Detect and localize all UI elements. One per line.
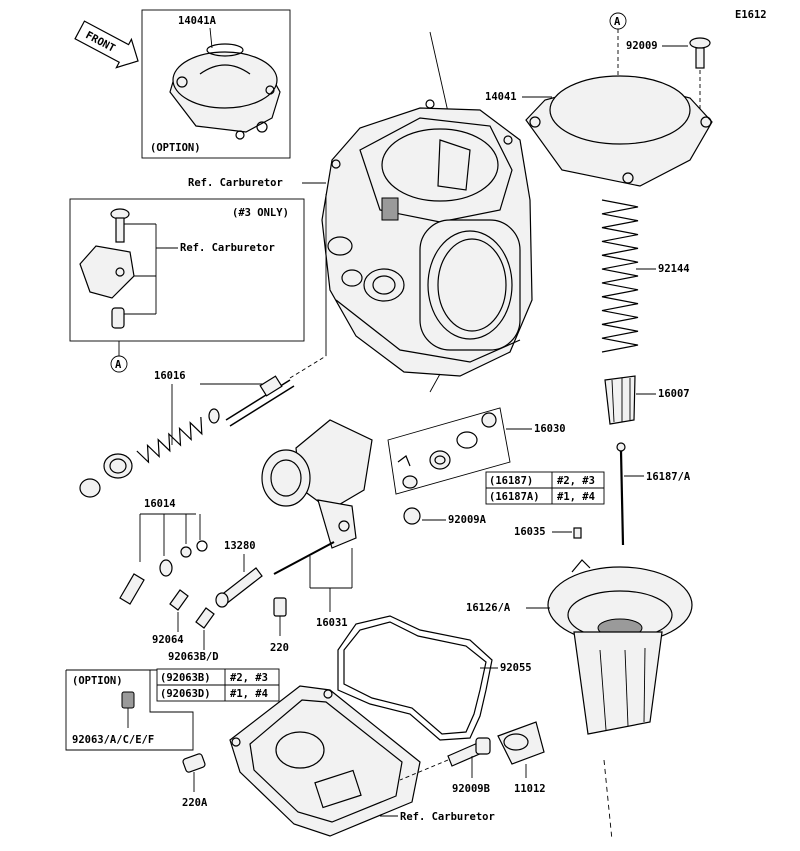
plug-92009a — [403, 507, 421, 525]
label-16030: 16030 — [534, 423, 566, 435]
t16187-r1-cyl: #2, #3 — [557, 475, 595, 487]
plug-16030 — [402, 475, 418, 489]
jet-needle-16187 — [616, 442, 626, 546]
label-220: 220 — [270, 642, 289, 654]
label-220a: 220A — [182, 797, 208, 809]
label-92064: 92064 — [152, 634, 184, 646]
label-16126a: 16126/A — [466, 602, 511, 614]
jet-13280 — [215, 567, 263, 608]
label-only3: (#3 ONLY) — [232, 207, 289, 219]
label-ref-carb-1: Ref. Carburetor — [188, 177, 283, 189]
label-14041a: 14041A — [178, 15, 217, 27]
label-option-low: (OPTION) — [72, 675, 123, 687]
label-92055: 92055 — [500, 662, 532, 674]
front-indicator: FRONT — [74, 20, 139, 69]
ref-a-left-letter: A — [115, 359, 122, 371]
jet-92063-option — [121, 691, 135, 709]
label-13280: 13280 — [224, 540, 256, 552]
ref-a-left — [110, 355, 128, 373]
t92063-r2-cyl: #1, #4 — [230, 688, 268, 700]
only3-box — [69, 198, 305, 342]
top-cover-14041 — [525, 75, 713, 187]
label-92144: 92144 — [658, 263, 690, 275]
option-low-box — [65, 669, 194, 751]
ref-a-top-letter: A — [614, 16, 621, 28]
label-ref-carb-2: Ref. Carburetor — [180, 242, 275, 254]
diagram-code: E1612 — [735, 9, 767, 21]
screw-220 — [273, 597, 287, 617]
label-11012: 11012 — [514, 783, 546, 795]
label-ref-carb-3: Ref. Carburetor — [400, 811, 495, 823]
table-16187: (16187) #2, #3 (16187A) #1, #4 — [485, 471, 605, 505]
label-16007: 16007 — [658, 388, 690, 400]
spring-92144 — [601, 199, 639, 353]
label-16187a: 16187/A — [646, 471, 691, 483]
label-14041: 14041 — [485, 91, 517, 103]
label-16035: 16035 — [514, 526, 546, 538]
needle-holder-16007 — [604, 375, 636, 425]
t92063-r1-cyl: #2, #3 — [230, 672, 268, 684]
t16187-r2-part: (16187A) — [489, 491, 540, 503]
t16187-r1-part: (16187) — [489, 475, 533, 487]
t92063-r2-part: (92063D) — [160, 688, 211, 700]
cap-11012 — [497, 721, 545, 765]
vacuum-piston-16126 — [547, 559, 693, 735]
label-92009b: 92009B — [452, 783, 490, 795]
screw-92009 — [689, 37, 711, 112]
adjuster-16016 — [79, 194, 327, 498]
label-92063bd: 92063B/D — [168, 651, 219, 663]
gasket-92055 — [337, 615, 493, 741]
table-92063: (92063B) #2, #3 (92063D) #1, #4 — [156, 668, 280, 702]
jets-16014 — [119, 540, 208, 605]
label-92009: 92009 — [626, 40, 658, 52]
t92063-r1-part: (92063B) — [160, 672, 211, 684]
screw-220a — [182, 753, 206, 773]
label-92009a: 92009A — [448, 514, 487, 526]
label-16031: 16031 — [316, 617, 348, 629]
gasket-92055-inner — [343, 621, 487, 735]
float-bowl — [229, 685, 421, 837]
holder-16031 — [261, 419, 373, 575]
option-top-box — [141, 9, 291, 159]
top-cover-option — [169, 43, 281, 140]
label-option-top: (OPTION) — [150, 142, 201, 154]
label-16016: 16016 — [154, 370, 186, 382]
label-16014: 16014 — [144, 498, 176, 510]
parts-16030 — [387, 407, 511, 495]
t16187-r2-cyl: #1, #4 — [557, 491, 595, 503]
throttle-stop-bracket — [79, 208, 135, 329]
plug-16035 — [573, 527, 582, 539]
carburetor-body — [321, 31, 533, 393]
screw-92009b — [399, 737, 491, 781]
label-92063acef: 92063/A/C/E/F — [72, 734, 154, 746]
jets-92064-92063 — [169, 589, 215, 629]
